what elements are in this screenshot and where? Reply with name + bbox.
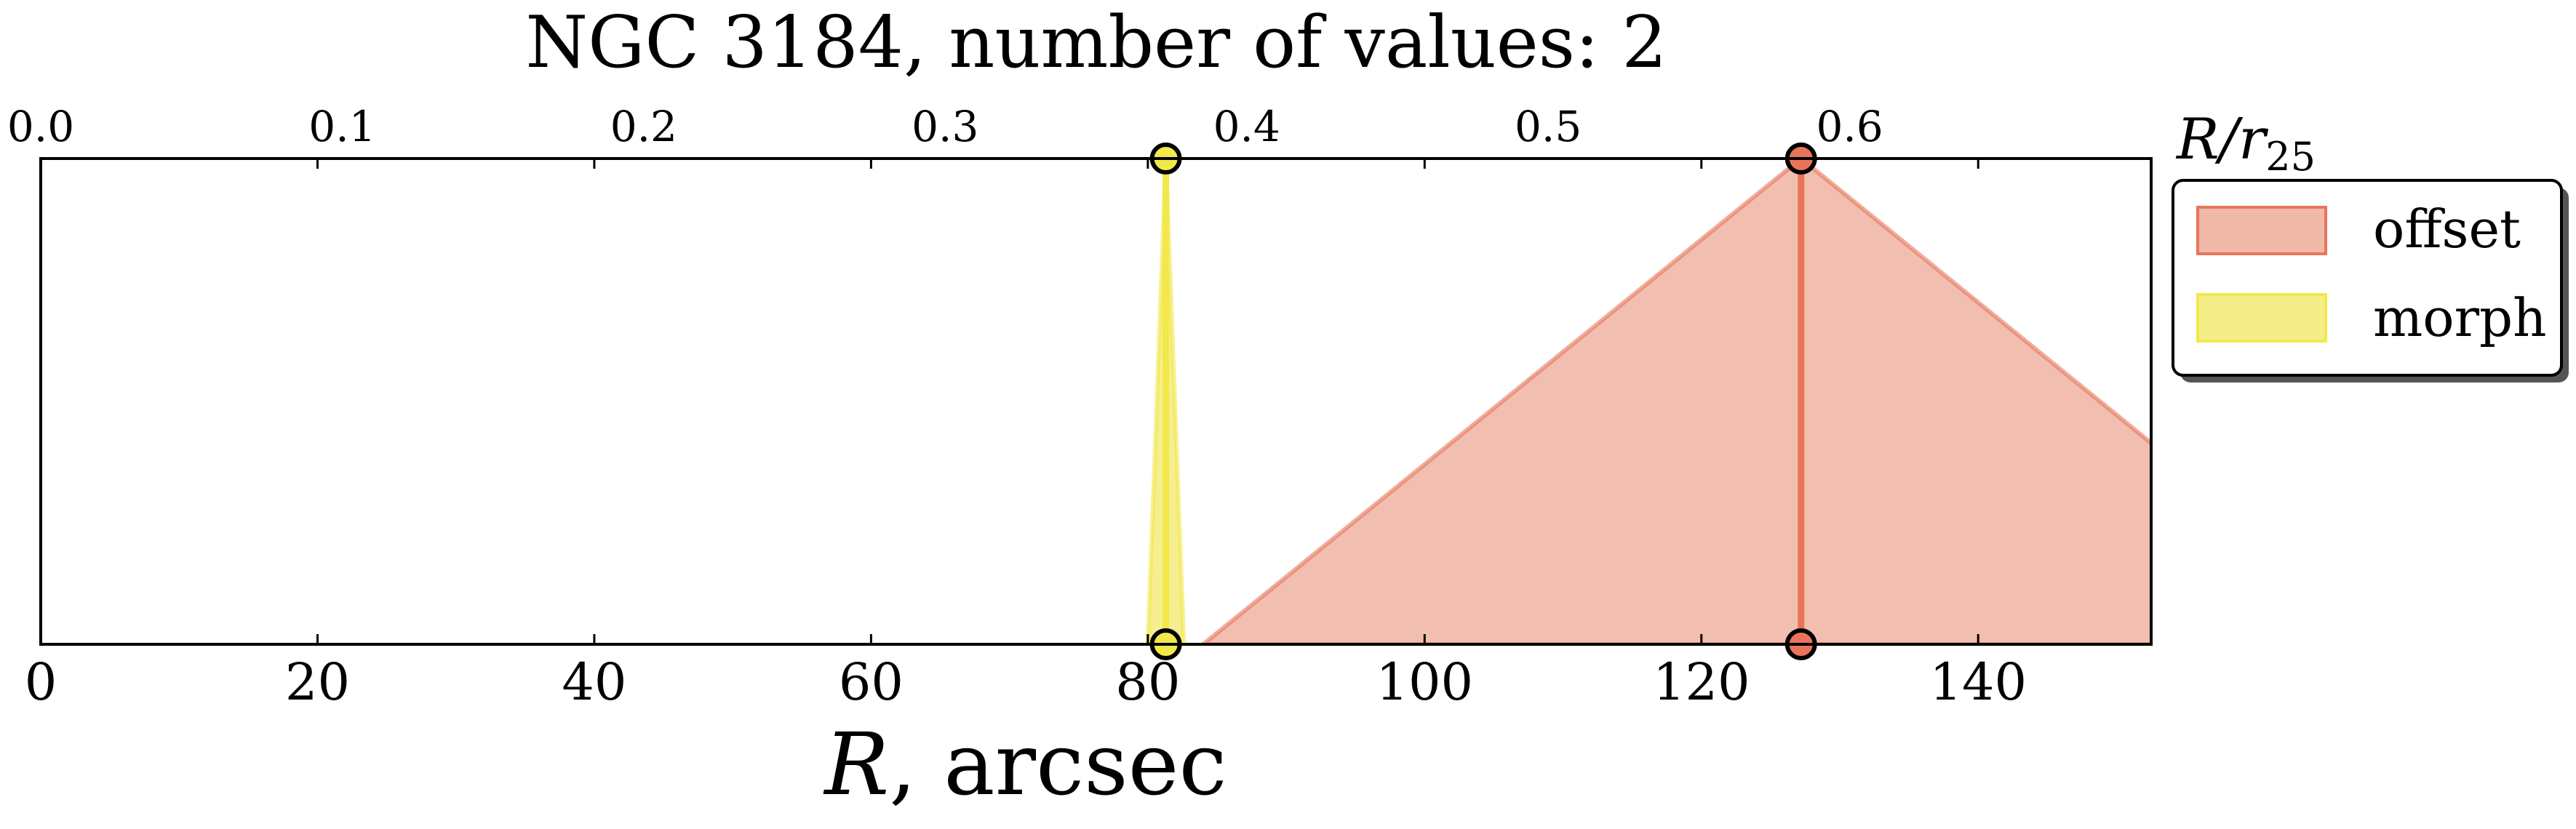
x-axis-label: R, arcsec (823, 714, 1227, 814)
x2-axis-ticks: 0.0 0.1 0.2 0.3 0.4 0.5 0.6 (7, 102, 1883, 151)
x-tick-label: 20 (285, 652, 350, 712)
chart-title: NGC 3184, number of values: 2 (525, 1, 1667, 84)
x2-axis-label-subscript: 25 (2265, 134, 2316, 180)
legend-swatch-offset (2196, 206, 2327, 255)
x2-tick-label: 0.3 (912, 102, 978, 151)
x2-tick-label: 0.5 (1515, 102, 1582, 151)
plot-area (1145, 159, 2151, 644)
plot-frame (39, 157, 2153, 646)
x2-axis-label: R/r25 (2175, 107, 2316, 180)
x2-axis-label-main: R/r (2175, 107, 2269, 172)
legend-label-offset: offset (2373, 199, 2521, 260)
x-tick-label: 0 (25, 652, 57, 712)
series-lines (1163, 159, 1805, 644)
x2-tick-label: 0.1 (308, 102, 375, 151)
x-tick-label: 80 (1115, 652, 1180, 712)
x-tick-label: 60 (839, 652, 904, 712)
x-tick-label: 100 (1376, 652, 1473, 712)
legend: offset morph (2172, 179, 2569, 383)
x-tick-label: 140 (1929, 652, 2027, 712)
x2-tick-label: 0.2 (610, 102, 677, 151)
x2-tick-label: 0.4 (1213, 102, 1280, 151)
x-axis-label-symbol: R (823, 714, 889, 814)
x-tick-label: 40 (562, 652, 626, 712)
x-axis-ticks: 0 20 40 60 80 100 120 140 (25, 159, 2027, 712)
x2-tick-label: 0.0 (7, 102, 74, 151)
legend-label-morph: morph (2373, 287, 2547, 348)
series-area-offset (1200, 159, 2151, 644)
legend-swatch-morph (2196, 293, 2327, 343)
x-tick-label: 120 (1653, 652, 1750, 712)
x2-tick-label: 0.6 (1816, 102, 1883, 151)
x-axis-label-unit: , arcsec (889, 714, 1227, 814)
